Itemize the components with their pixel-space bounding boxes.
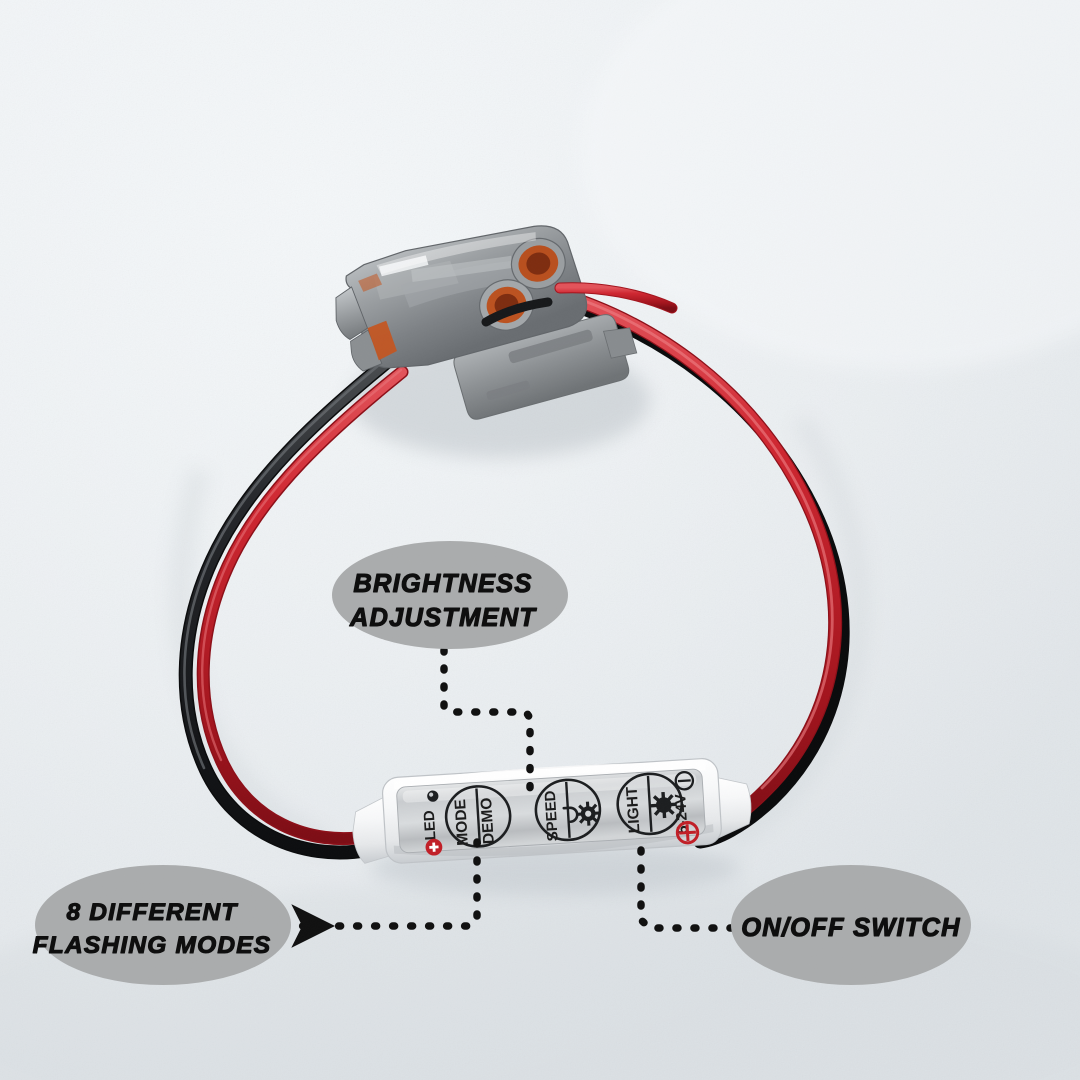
annotated-product-photo: LED MODE DEMO SPEE xyxy=(0,0,1080,1080)
photo-canvas: LED MODE DEMO SPEE xyxy=(0,0,1080,1080)
film-grain-overlay xyxy=(0,0,1080,1080)
